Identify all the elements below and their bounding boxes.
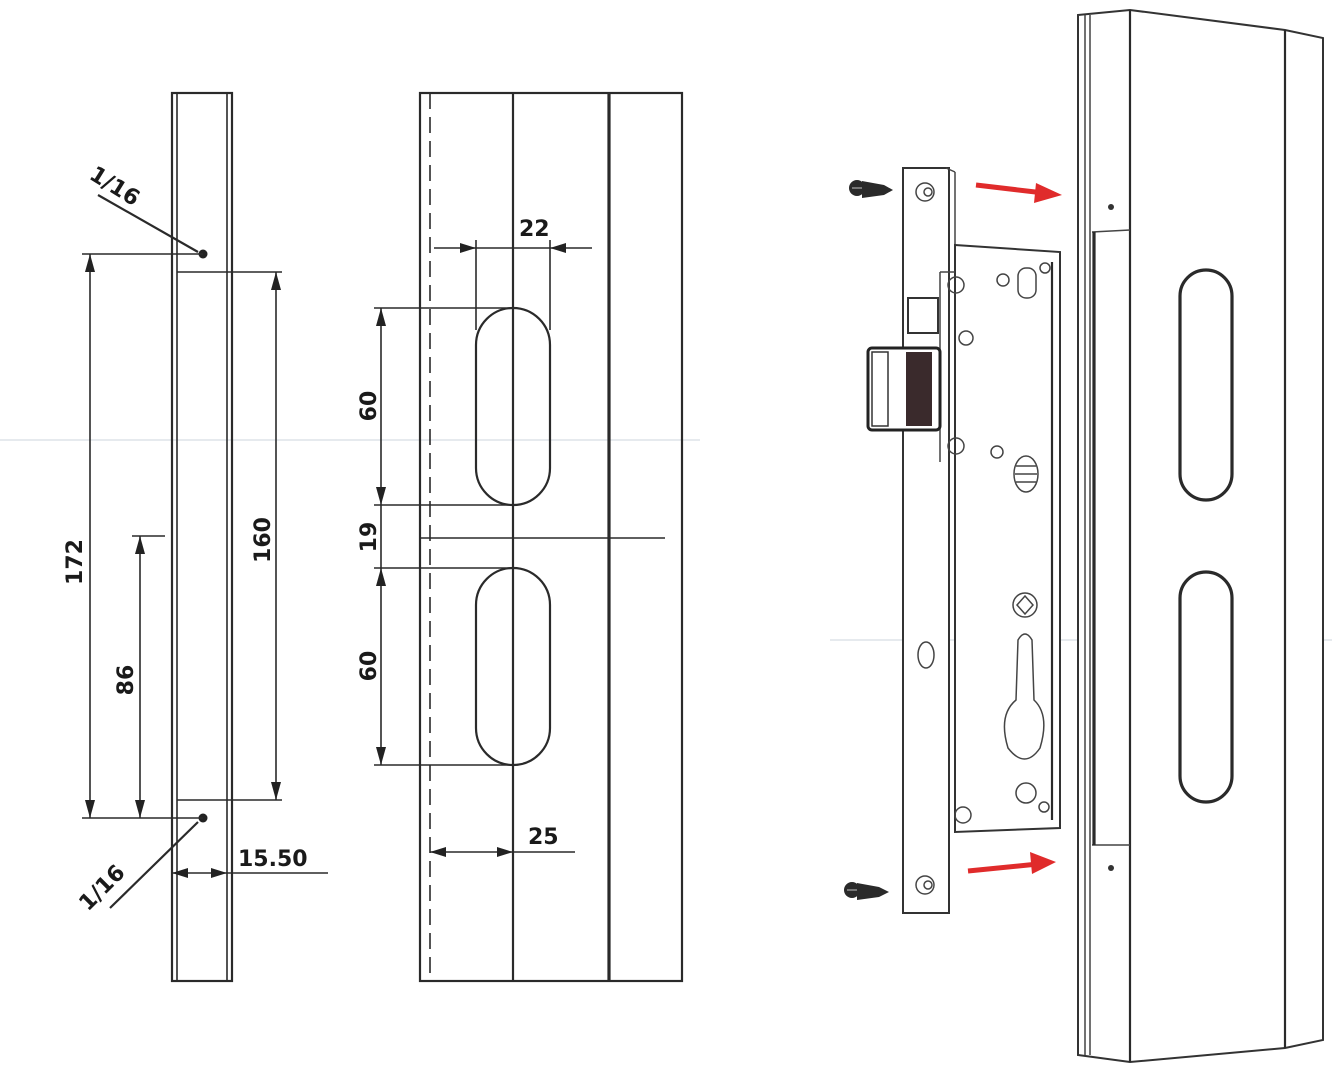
- body-length-label: 160: [251, 517, 276, 563]
- faceplate-hole-bottom: [915, 875, 935, 895]
- frame-lower-slot: [1178, 570, 1234, 804]
- dim-60-19-60: 60 19 60: [357, 307, 665, 766]
- frame-upper-slot: [1178, 268, 1234, 502]
- dim-86: 86: [114, 535, 165, 818]
- latch-bolt: [866, 297, 942, 432]
- frame-screw-hole-bottom: [1108, 865, 1114, 871]
- cylinder-cutout: [1003, 633, 1045, 760]
- slot-gap-label: 19: [357, 522, 382, 553]
- screw-top-icon: [849, 180, 893, 198]
- insert-arrow-bottom-icon: [967, 852, 1056, 874]
- overall-length-label: 172: [63, 539, 88, 585]
- bottom-hole-label: 1/16: [75, 860, 131, 916]
- dim-15-50: 15.50: [172, 847, 328, 878]
- frame-outline: [418, 91, 684, 983]
- frame-screw-hole-top: [1108, 204, 1114, 210]
- side-view-panel: 1/16 1/16 172 160: [63, 91, 328, 983]
- lock-faceplate: [902, 167, 956, 914]
- upper-slot-height-label: 60: [357, 391, 382, 422]
- top-hole-callout: 1/16: [85, 162, 208, 259]
- bottom-hole-callout: 1/16: [75, 813, 208, 916]
- faceplate-width-label: 15.50: [238, 847, 308, 872]
- dim-160: 160: [251, 272, 281, 800]
- exploded-view-panel: [844, 8, 1324, 1064]
- faceplate-strip: [170, 91, 234, 983]
- dim-25: 25: [430, 825, 575, 857]
- front-cutout-panel: 22 60 19 60 25: [357, 91, 684, 983]
- center-offset-label: 86: [114, 665, 139, 696]
- dim-22: 22: [434, 217, 592, 330]
- screw-bottom-icon: [844, 882, 889, 900]
- door-frame: [1077, 8, 1324, 1064]
- insert-arrow-top-icon: [975, 182, 1062, 203]
- backset-label: 25: [528, 825, 559, 850]
- lock-body: [939, 243, 1061, 834]
- faceplate-hole-top: [915, 182, 935, 202]
- dim-172: 172: [63, 253, 203, 819]
- slot-width-label: 22: [519, 217, 550, 242]
- lower-slot-height-label: 60: [357, 651, 382, 682]
- faceplate-hole-middle: [917, 641, 935, 669]
- spindle-hub: [1013, 455, 1039, 493]
